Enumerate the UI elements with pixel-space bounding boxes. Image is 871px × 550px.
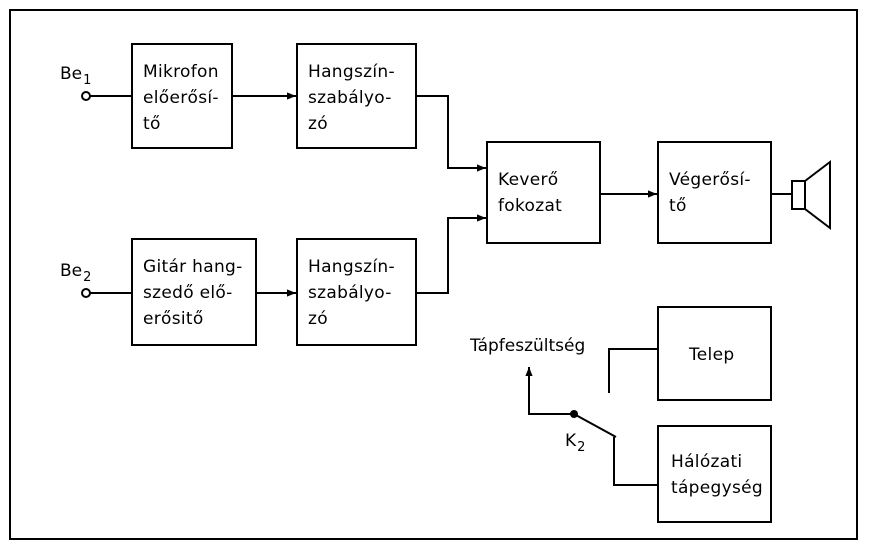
battery-block: Telep (657, 306, 772, 401)
block-text-line: tő (143, 114, 161, 134)
diagram-frame (9, 9, 858, 540)
block-text-line: Hálózati (671, 452, 743, 472)
block-text-line: erősitő (143, 309, 204, 329)
block-text-line: Mikrofon (143, 62, 219, 82)
block-text-line: Végerősí- (669, 170, 751, 190)
block-text-line: Keverő (498, 170, 559, 190)
block-text-line: zó (308, 114, 328, 134)
mains-psu-block: Hálózati tápegység (657, 425, 772, 523)
block-text-line: szedő elő- (143, 283, 233, 303)
block-text-line: előerősí- (143, 88, 219, 108)
arrow-tone1-mixer (417, 95, 486, 172)
switch-k2-pivot (570, 410, 578, 418)
tone-control-1-block: Hangszín- szabályo- zó (296, 43, 417, 149)
wire-mains (613, 437, 657, 486)
block-text-line: Hangszín- (308, 257, 395, 277)
block-text-line: zó (308, 309, 328, 329)
block-text-line: szabályo- (308, 88, 392, 108)
switch-k2-label: K2 (565, 431, 586, 455)
input-1-terminal (81, 91, 91, 101)
block-text-line: tápegység (671, 478, 763, 498)
supply-voltage-label: Tápfeszültség (470, 336, 586, 356)
input-2-label: Be2 (60, 261, 92, 285)
arrow-supply-output (525, 367, 574, 415)
block-text-line: tő (669, 196, 687, 216)
mixer-block: Keverő fokozat (486, 141, 601, 244)
power-amp-block: Végerősí- tő (657, 141, 772, 244)
switch-k2-blade (573, 413, 617, 438)
tone-control-2-block: Hangszín- szabályo- zó (296, 238, 417, 346)
loudspeaker-icon (791, 159, 831, 231)
input-2-terminal (81, 288, 91, 298)
block-text-line: Hangszín- (308, 62, 395, 82)
block-text-line: Telep (689, 345, 735, 365)
block-text-line: szabályo- (308, 283, 392, 303)
guitar-preamp-block: Gitár hang- szedő elő- erősitő (131, 238, 257, 346)
input-1-label: Be1 (60, 64, 92, 88)
mic-preamp-block: Mikrofon előerősí- tő (131, 43, 233, 149)
block-text-line: Gitár hang- (143, 257, 243, 277)
wire-battery (608, 348, 657, 393)
arrow-tone2-mixer (417, 214, 486, 294)
block-text-line: fokozat (498, 196, 563, 216)
